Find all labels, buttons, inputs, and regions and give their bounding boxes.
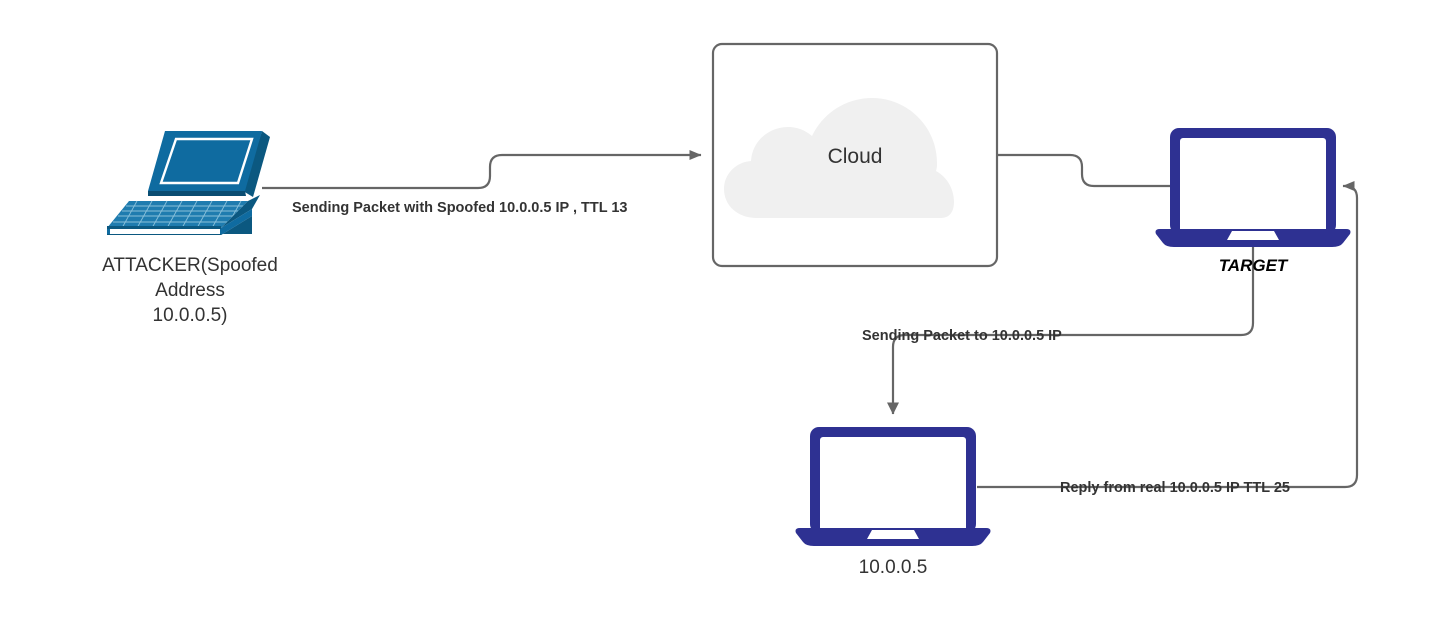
node-target[interactable]: TARGET [1155, 128, 1351, 275]
edge-cloud-to-target-line [997, 153, 1170, 188]
edge-attacker-to-cloud: Sending Packet with Spoofed 10.0.0.5 IP … [262, 150, 702, 216]
edge-target-to-victim-label: Sending Packet to 10.0.0.5 IP [862, 328, 1062, 344]
cloud-label: Cloud [828, 145, 883, 168]
edge-target-to-victim-line [887, 245, 1255, 415]
edge-attacker-to-cloud-label: Sending Packet with Spoofed 10.0.0.5 IP … [292, 200, 627, 216]
node-victim[interactable]: 10.0.0.5 [795, 427, 991, 578]
laptop-icon-target [1155, 128, 1351, 247]
edge-target-to-victim: Sending Packet to 10.0.0.5 IP [862, 245, 1255, 415]
cloud-icon [724, 98, 954, 218]
node-target-label: TARGET [1219, 256, 1289, 275]
node-attacker-label-line3: 10.0.0.5) [153, 305, 228, 326]
laptop-icon-victim [795, 427, 991, 546]
node-attacker-label-line2: Address [155, 280, 225, 301]
node-attacker-label-line1: ATTACKER(Spoofed [102, 255, 278, 276]
edge-cloud-to-target [997, 153, 1170, 188]
laptop-3d-icon [107, 131, 270, 235]
node-cloud[interactable]: Cloud [711, 42, 999, 268]
edge-victim-to-target-line [977, 181, 1359, 489]
edge-victim-to-target: Reply from real 10.0.0.5 IP TTL 25 [977, 181, 1359, 496]
node-attacker[interactable]: ATTACKER(Spoofed Address 10.0.0.5) [102, 131, 290, 326]
edge-victim-to-target-label: Reply from real 10.0.0.5 IP TTL 25 [1060, 480, 1290, 496]
node-victim-label: 10.0.0.5 [859, 557, 928, 578]
edge-attacker-to-cloud-line [262, 150, 702, 190]
